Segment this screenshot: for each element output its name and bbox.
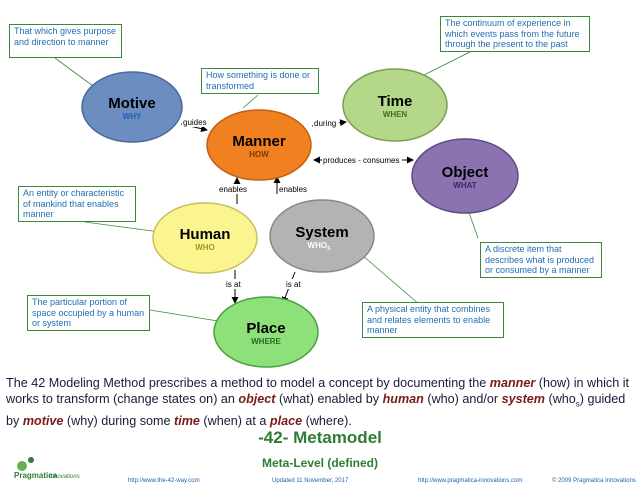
logo-name-2: Innovations (49, 474, 80, 480)
system-sub-suffix: S (327, 246, 331, 252)
motive-sub: WHY (123, 112, 142, 121)
desc-text-3: (what) enabled by (275, 392, 383, 406)
desc-motive: motive (22, 413, 64, 428)
desc-system: system (501, 392, 545, 406)
desc-object: object (238, 392, 276, 406)
desc-human: human (382, 392, 424, 406)
page-subtitle: Meta-Level (defined) (261, 456, 378, 470)
manner-title: Manner (232, 133, 286, 150)
human-callout: An entity or characteristic of mankind t… (18, 186, 136, 222)
page-title: -42- Metamodel (258, 428, 382, 447)
manner-ellipse (206, 109, 312, 181)
node-time: Time WHEN (342, 68, 448, 142)
node-object: Object WHAT (411, 138, 519, 214)
system-title: System (295, 224, 348, 241)
description: The 42 Modeling Method prescribes a meth… (6, 375, 636, 429)
place-callout: The particular portion of space occupied… (27, 295, 150, 331)
object-callout: A discrete item that describes what is p… (480, 242, 602, 278)
system-callout: A physical entity that combines and rela… (362, 302, 504, 338)
manner-sub: HOW (249, 150, 269, 159)
place-title: Place (246, 320, 285, 337)
node-place: Place WHERE (213, 296, 319, 368)
time-sub: WHEN (383, 110, 408, 119)
human-title: Human (180, 226, 231, 243)
system-sub-main: WHO (308, 241, 328, 250)
desc-place: place (269, 413, 303, 428)
place-ellipse (213, 296, 319, 368)
relation-labels: guides during produces - consumes enable… (182, 117, 402, 289)
place-sub: WHERE (251, 337, 281, 346)
node-human: Human WHO (152, 202, 258, 274)
motive-title: Motive (108, 95, 156, 112)
desc-text-8: (when) at a (199, 413, 270, 428)
motive-callout: That which gives purpose and direction t… (9, 24, 122, 58)
time-callout: The continuum of experience in which eve… (440, 16, 590, 52)
desc-text-7: (why) during some (63, 413, 174, 428)
object-ellipse (411, 138, 519, 214)
system-sub: WHOS (308, 241, 332, 252)
human-ellipse (152, 202, 258, 274)
desc-text-5: (who (545, 392, 576, 406)
desc-sub-s: s (575, 399, 580, 409)
time-ellipse (342, 68, 448, 142)
human-sub: WHO (195, 243, 215, 252)
footer-updated: Updated 11 November, 2017 (272, 478, 349, 484)
motive-ellipse (81, 71, 183, 143)
node-motive: Motive WHY (81, 71, 183, 143)
pragmatica-logo: Pragmatica Innovations (14, 457, 80, 480)
desc-text-1: The 42 Modeling Method prescribes a meth… (6, 376, 490, 390)
enables-system-label: enables (279, 185, 307, 194)
footer-url-2[interactable]: http://www.pragmatica-innovations.com (418, 478, 523, 484)
desc-text-4: (who) and/or (423, 392, 502, 406)
produces-consumes-label: produces - consumes (323, 156, 399, 165)
system-ellipse (269, 199, 375, 273)
desc-time: time (174, 413, 200, 428)
is-at-system-label: is at (286, 280, 301, 289)
node-manner: Manner HOW (206, 109, 312, 181)
logo-dot-small (28, 457, 34, 463)
logo-name: Pragmatica (14, 471, 58, 480)
time-title: Time (378, 93, 413, 110)
logo-dot (17, 461, 27, 471)
is-at-human-label: is at (226, 280, 241, 289)
manner-callout: How something is done or transformed (201, 68, 319, 94)
desc-text-6: ) guided by (6, 392, 626, 428)
desc-text-9: (where). (302, 413, 352, 428)
enables-human-label: enables (219, 185, 247, 194)
during-label: during (314, 119, 336, 128)
desc-text-2: (how) in which it works to transform (ch… (6, 376, 630, 406)
desc-manner: manner (489, 376, 536, 390)
guides-label: guides (183, 118, 207, 127)
object-sub: WHAT (453, 181, 477, 190)
footer-copyright: © 2009 Pragmatica Innovations (552, 478, 636, 484)
footer-url-1[interactable]: http://www.the-42-way.com (128, 478, 200, 484)
node-system: System WHOS (269, 199, 375, 273)
object-title: Object (442, 164, 489, 181)
